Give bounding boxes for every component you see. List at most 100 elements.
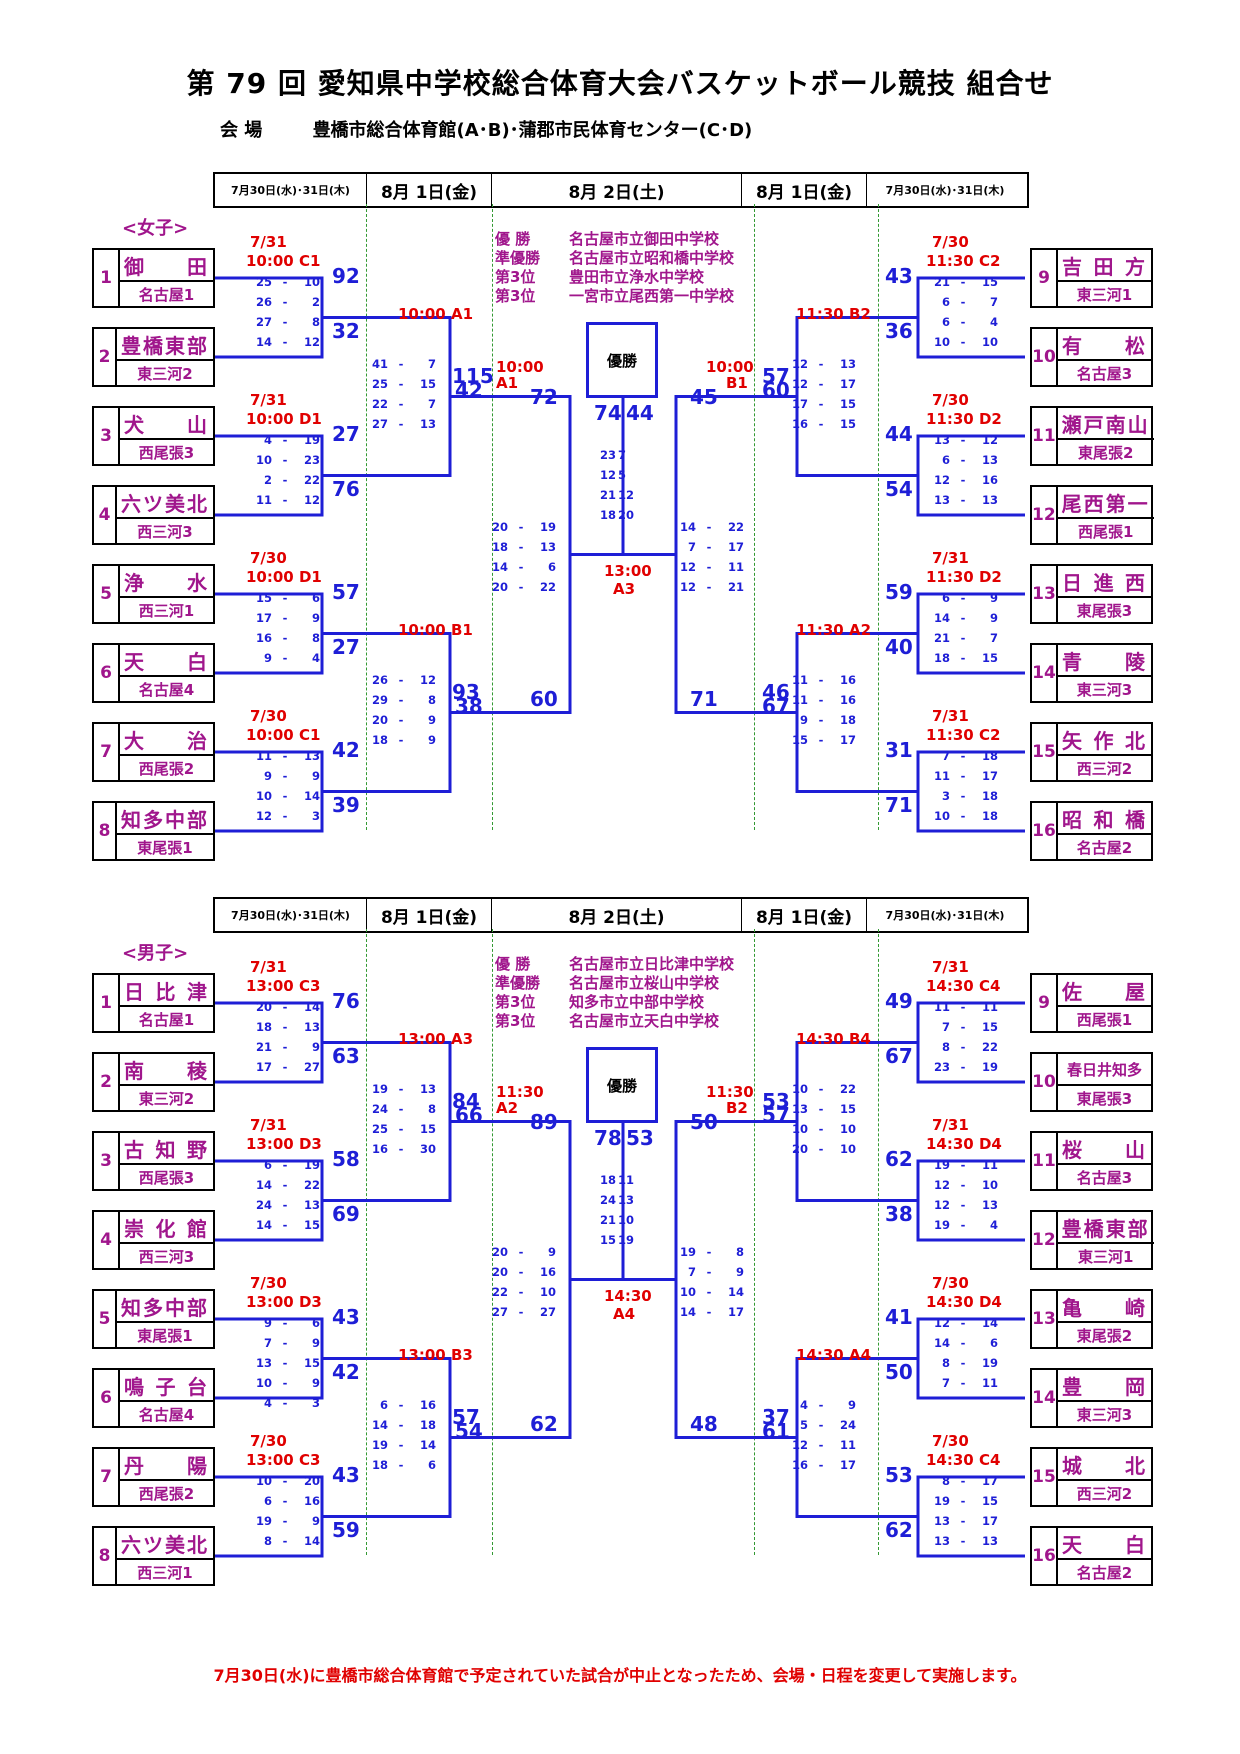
quarter-row: 7-9 [248,1333,320,1353]
quarter-row: 10-20 [248,1471,320,1491]
boys-date-cell: 8月 1日(金) [367,899,492,931]
quarter-row: 14-18 [364,1415,436,1435]
quarter-dash: - [818,356,824,371]
quarter-score-b: 17 [839,1457,856,1472]
quarter-score-a: 10 [933,335,950,349]
team-seed: 15 [1032,1449,1058,1505]
quarter-row: 14-12 [248,332,320,352]
quarter-score-a: 11 [791,672,808,687]
quarter-dash: - [282,1514,288,1528]
quarter-score-b: 5 [618,467,627,482]
team-body: 豊岡東三河3 [1058,1370,1151,1426]
footer-notice: 7月30日(水)に豊橋市総合体育館で予定されていた試合が中止となったため、会場・… [213,1666,1027,1685]
team-seed: 4 [94,1212,120,1268]
quarter-score-a: 22 [491,1284,508,1299]
quarter-dash: - [706,559,712,574]
final-score: 44 [626,400,654,425]
team-name-char: 一 [1127,491,1150,516]
quarter-row: 24-13 [248,1195,320,1215]
quarter-score-b: 10 [981,1178,998,1192]
quarter-dash: - [282,611,288,625]
quarter-dash: - [282,651,288,665]
quarter-row: 25-15 [364,374,436,394]
score: 37 [762,1404,790,1429]
quarter-score-b: 13 [303,1198,320,1212]
team-name: 六ツ美北 [117,487,213,519]
quarter-row: 21-7 [926,628,998,648]
quarter-row: 8-14 [248,1531,320,1551]
team-name-char: 昭 [1062,807,1084,832]
quarter-score-a: 13 [933,433,950,447]
quarter-score-b: 21 [727,579,744,594]
team-name-char: 日 [1062,570,1084,595]
quarter-dash: - [518,1264,524,1279]
team-name: 城北 [1058,1449,1151,1481]
team-body: 御田名古屋1 [120,250,213,306]
quarter-dash: - [282,275,288,289]
quarter-score-a: 19 [933,1218,950,1232]
boys-section-label: <男子> [122,943,189,964]
team-seed: 7 [94,724,120,780]
quarter-score-a: 26 [371,672,388,687]
quarter-row: 8-17 [926,1471,998,1491]
score: 62 [885,1147,913,1171]
final-time: 13:00 [604,561,652,580]
result-label: 第3位 [495,993,536,1011]
team-region: 西三河3 [138,1247,195,1266]
game-time: 10:00 B1 [398,620,473,639]
team-name-char: 西 [1083,491,1106,516]
team-region: 西尾張2 [138,759,195,778]
score: 58 [332,1147,360,1171]
quarter-dash: - [398,712,404,727]
quarter-score-a: 20 [255,1000,272,1014]
quarter-row: 10-9 [248,1373,320,1393]
quarter-score-b: 14 [727,1284,744,1299]
team-region: 東尾張1 [137,838,193,857]
quarter-row: 11-13 [248,746,320,766]
score: 93 [452,679,480,704]
quarter-score-b: 13 [981,1198,998,1212]
game-date: 7/30 [250,707,287,725]
score: 49 [885,989,913,1013]
quarter-score-a: 24 [371,1101,388,1116]
quarter-row: 19-8 [672,1242,744,1262]
quarter-score-a: 12 [933,1198,950,1212]
game-time: 10:00 D1 [246,410,322,428]
team-seed: 5 [94,566,120,622]
quarter-score-a: 21 [255,1040,272,1054]
quarter-dash: - [706,579,712,594]
team-region: 西三河2 [1076,759,1133,778]
result-row: 第3位豊田市立浄水中学校 [495,268,734,287]
score: 42 [332,738,360,762]
score: 44 [885,422,913,446]
quarter-score-b: 10 [303,275,320,289]
quarter-row: 26-12 [364,670,436,690]
team-region: 東尾張3 [1076,601,1133,620]
quarter-score-b: 20 [618,507,635,522]
team-name: 御田 [120,250,213,282]
team-name: 昭和橋 [1058,803,1151,835]
team-name: 大治 [120,724,213,756]
quarter-row: 18-9 [364,730,436,750]
quarter-dash: - [398,416,404,431]
team-name-char: 城 [1062,1453,1084,1478]
quarter-row: 13-12 [926,430,998,450]
semi-time: 10:00 [496,357,544,376]
quarter-score-b: 13 [981,1534,998,1548]
quarter-score-b: 22 [303,1178,320,1192]
quarter-score-a: 7 [941,1020,950,1034]
quarter-row: 19-11 [926,1155,998,1175]
quarter-dash: - [282,1474,288,1488]
quarter-dash: - [818,1081,824,1096]
team-body: 浄水西三河1 [120,566,213,622]
quarter-score-a: 23 [600,447,617,462]
score: 63 [332,1044,360,1068]
score: 71 [885,793,913,817]
quarter-dash: - [282,493,288,507]
quarter-dash: - [818,396,824,411]
